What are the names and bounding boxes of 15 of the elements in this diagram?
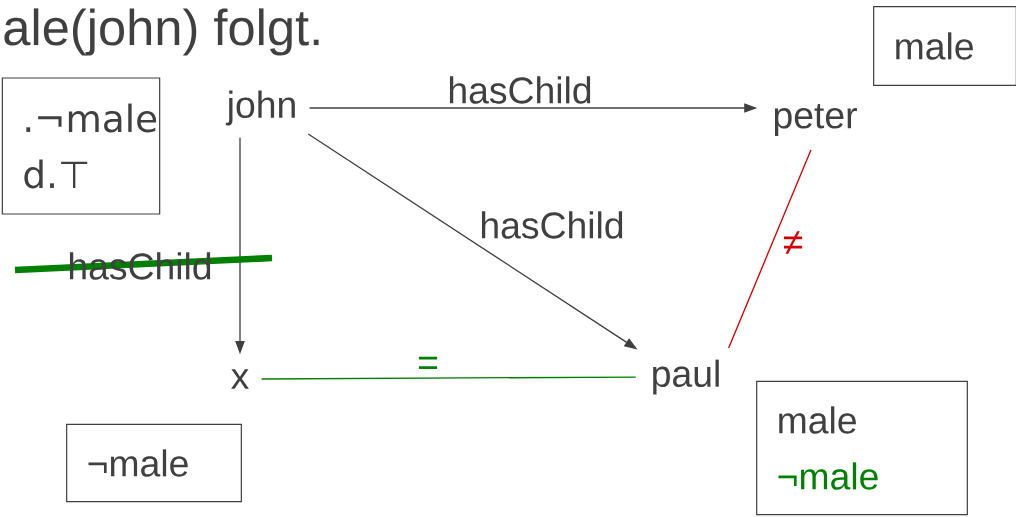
text-box: ¬male: [66, 423, 242, 503]
node-label: paul: [653, 359, 719, 395]
edge-label: hasChild: [446, 74, 594, 106]
connector-line: [727, 149, 812, 349]
edge-label: hasChild: [478, 209, 626, 241]
node-label: x: [231, 369, 249, 389]
edge-label: =: [415, 355, 441, 377]
connector-line: [260, 376, 637, 380]
node-label: peter: [774, 104, 857, 136]
text-box: male: [873, 6, 1016, 86]
text-box: male ¬male: [756, 380, 968, 516]
edge-label: ≠: [781, 229, 805, 257]
slide-title: ale(john) folgt.: [4, 8, 319, 56]
text-box: .¬male d.⊤: [1, 77, 161, 215]
node-label: john: [225, 90, 295, 126]
